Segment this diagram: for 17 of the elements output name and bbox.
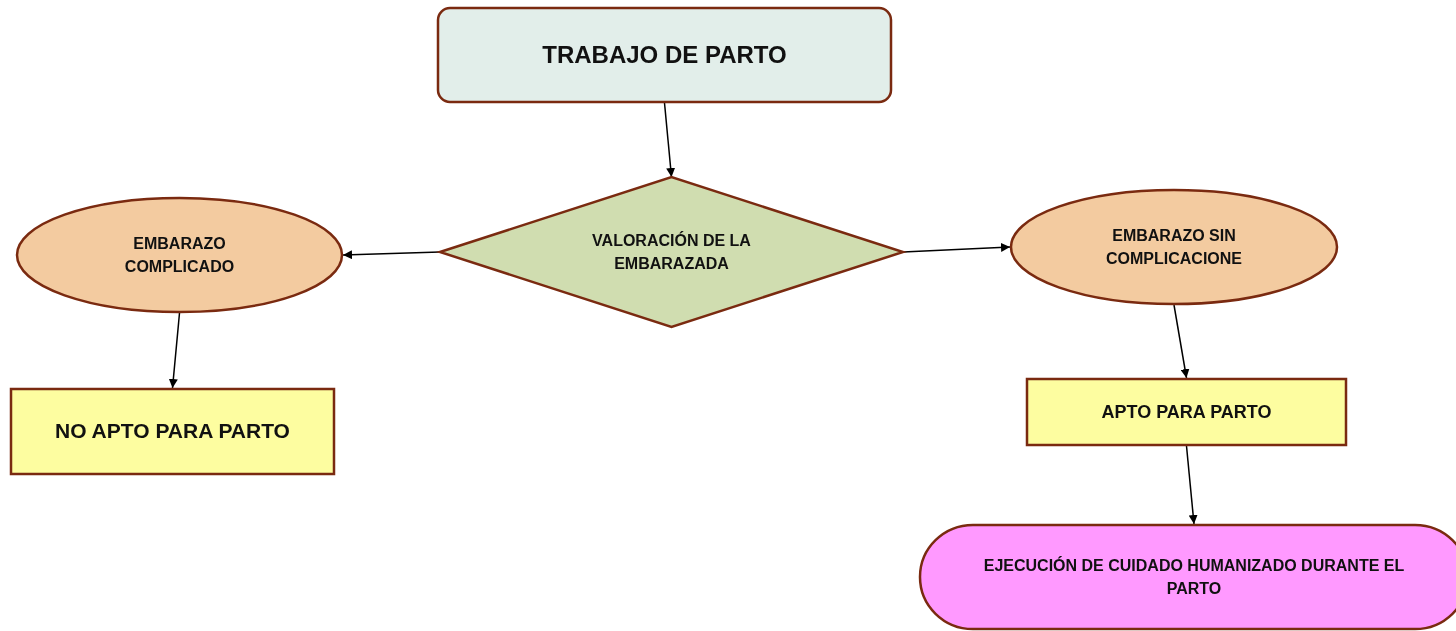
process-box bbox=[437, 7, 892, 103]
arrow bbox=[1185, 445, 1198, 525]
node-label: VALORACIÓN DE LA EMBARAZADA bbox=[591, 230, 752, 274]
node-label: NO APTO PARA PARTO bbox=[55, 418, 290, 445]
node-label: EJECUCIÓN DE CUIDADO HUMANIZADO DURANTE EL PARTO bbox=[982, 555, 1406, 599]
arrow bbox=[1173, 304, 1190, 379]
arrow bbox=[663, 102, 676, 178]
node-label: EMBARAZO SIN COMPLICACIONE bbox=[1105, 225, 1243, 269]
process-box bbox=[10, 388, 335, 475]
ellipse-node bbox=[1010, 189, 1338, 305]
node-label: APTO PARA PARTO bbox=[1101, 400, 1272, 424]
node-label: TRABAJO DE PARTO bbox=[542, 39, 787, 70]
ellipse-node bbox=[16, 197, 343, 313]
node-label: EMBARAZO COMPLICADO bbox=[123, 233, 236, 277]
process-box bbox=[1026, 378, 1347, 446]
arrow bbox=[902, 242, 1011, 253]
arrow bbox=[168, 312, 181, 389]
